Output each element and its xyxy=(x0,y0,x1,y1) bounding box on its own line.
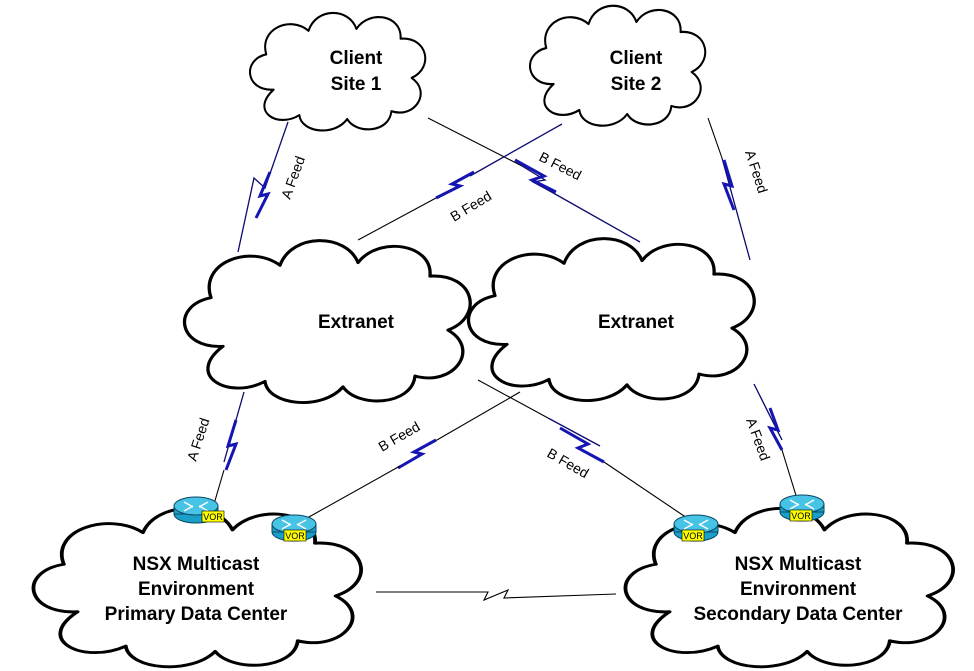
vor-tag xyxy=(201,510,225,523)
cloud-extranet-left: Extranet xyxy=(182,239,472,405)
cloud-label: Extranet xyxy=(598,312,675,333)
cloud-client-site-1: Client Site 1 xyxy=(248,11,427,132)
vor-label: VOR xyxy=(791,511,811,521)
vor-tag xyxy=(681,529,705,542)
a-feed-label: A Feed xyxy=(278,154,308,201)
router-vor-primary-a: VOR xyxy=(173,496,225,524)
b-feed-bolt-2 xyxy=(435,170,475,200)
b-feed-bolt-1 xyxy=(514,158,557,194)
cloud-label-line2: Site 1 xyxy=(331,74,382,95)
b-feed-bolt-4 xyxy=(559,426,605,464)
a-feed-label: A Feed xyxy=(184,416,213,463)
cloud-primary-data-center: NSX Multicast Environment Primary Data C… xyxy=(31,506,363,669)
vor-tag xyxy=(789,509,813,522)
b-feed-label: B Feed xyxy=(447,188,494,225)
dc-interconnect-link xyxy=(376,588,617,602)
cloud-label: Extranet xyxy=(318,312,395,333)
b-feed-label: B Feed xyxy=(376,418,423,454)
vor-label: VOR xyxy=(683,531,703,541)
a-feed-bolt-1 xyxy=(254,171,272,219)
b-feed-link-client1-extranet-right xyxy=(427,117,523,167)
cloud-label-line2: Environment xyxy=(138,579,255,600)
cloud-label-line1: NSX Multicast xyxy=(735,554,862,575)
b-feed-bolt-3 xyxy=(397,438,437,470)
router-vor-primary-b: VOR xyxy=(271,514,317,542)
cloud-label-line1: NSX Multicast xyxy=(133,554,260,575)
cloud-client-site-2: Client Site 2 xyxy=(528,4,707,127)
router-vor-secondary-a: VOR xyxy=(779,494,825,522)
cloud-extranet-right: Extranet xyxy=(466,237,756,403)
cloud-label-line2: Environment xyxy=(740,579,857,600)
cloud-label-line3: Secondary Data Center xyxy=(693,604,903,625)
cloud-label-line2: Site 2 xyxy=(611,74,662,95)
cloud-label-line1: Client xyxy=(610,48,663,69)
vor-label: VOR xyxy=(285,531,305,541)
cloud-secondary-data-center: NSX Multicast Environment Secondary Data… xyxy=(623,506,955,669)
cloud-label-line3: Primary Data Center xyxy=(105,604,288,625)
connections xyxy=(213,117,799,602)
a-feed-label: A Feed xyxy=(742,148,771,195)
router-vor-secondary-b: VOR xyxy=(673,514,719,542)
a-feed-bolt-3 xyxy=(224,419,239,471)
a-feed-bolt-4 xyxy=(767,407,784,451)
a-feed-label: A Feed xyxy=(743,416,773,463)
a-feed-link-client1-extranet-left xyxy=(237,121,289,253)
vor-tag xyxy=(283,529,307,542)
a-feed-bolt-2 xyxy=(721,159,736,211)
vor-label: VOR xyxy=(203,512,223,522)
b-feed-label: B Feed xyxy=(537,148,584,183)
cloud-label-line1: Client xyxy=(330,48,383,69)
